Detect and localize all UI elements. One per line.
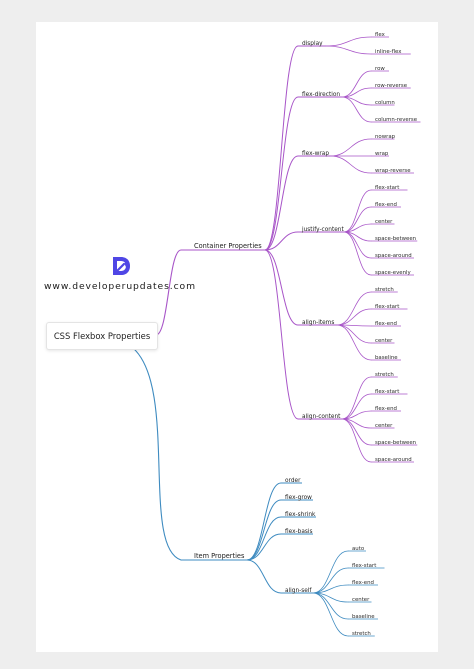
connector-value bbox=[341, 393, 372, 420]
category-container-properties: Container Properties bbox=[194, 242, 262, 250]
property-align-items: align-items bbox=[302, 320, 334, 326]
connector-value bbox=[341, 70, 372, 98]
value-flex-end: flex-end bbox=[375, 406, 397, 412]
value-center: center bbox=[375, 423, 393, 429]
connector-flex-grow bbox=[246, 499, 282, 561]
connector-value bbox=[341, 418, 372, 463]
connector-order bbox=[246, 482, 282, 561]
connector-value bbox=[329, 155, 372, 174]
connector-flex-direction bbox=[264, 96, 299, 251]
value-flex-start: flex-start bbox=[375, 304, 399, 310]
value-space-between: space-between bbox=[375, 236, 416, 242]
value-flex-start: flex-start bbox=[375, 185, 399, 191]
connector-value bbox=[312, 584, 349, 594]
value-stretch: stretch bbox=[352, 631, 371, 637]
value-space-between: space-between bbox=[375, 440, 416, 446]
connector-value bbox=[343, 231, 372, 276]
connector-align-content bbox=[264, 249, 299, 420]
value-space-around: space-around bbox=[375, 253, 412, 259]
connector-value bbox=[312, 550, 349, 594]
connector-value bbox=[341, 96, 372, 123]
property-flex-wrap: flex-wrap bbox=[302, 151, 329, 157]
property-align-content: align-content bbox=[302, 414, 341, 420]
connector-value bbox=[325, 45, 372, 55]
property-display: display bbox=[302, 41, 323, 47]
property-align-self: align-self bbox=[285, 588, 312, 594]
connector-value bbox=[329, 138, 372, 157]
value-row: row bbox=[375, 66, 385, 72]
connector-root-container bbox=[155, 249, 182, 336]
value-flex-end: flex-end bbox=[375, 202, 397, 208]
connector-value bbox=[336, 291, 372, 326]
property-flex-shrink: flex-shrink bbox=[285, 512, 316, 518]
connector-display bbox=[264, 45, 299, 251]
value-wrap: wrap bbox=[375, 151, 389, 157]
property-justify-content: justify-content bbox=[301, 227, 344, 233]
connector-value bbox=[341, 410, 372, 420]
value-inline-flex: inline-flex bbox=[375, 49, 402, 55]
property-order: order bbox=[285, 478, 301, 484]
connector-align-self bbox=[246, 559, 282, 594]
connector-value bbox=[343, 206, 372, 233]
connector-value bbox=[336, 324, 372, 344]
connector-justify-content bbox=[264, 231, 299, 251]
value-column: column bbox=[375, 100, 395, 106]
connector-value bbox=[343, 223, 372, 233]
value-flex-start: flex-start bbox=[352, 563, 376, 569]
value-space-evenly: space-evenly bbox=[375, 270, 411, 276]
value-row-reverse: row-reverse bbox=[375, 83, 408, 89]
value-flex-start: flex-start bbox=[375, 389, 399, 395]
value-column-reverse: column-reverse bbox=[375, 117, 418, 123]
connector-flex-wrap bbox=[264, 155, 299, 251]
connector-value bbox=[312, 567, 349, 594]
value-center: center bbox=[375, 219, 393, 225]
root-node-label: CSS Flexbox Properties bbox=[53, 331, 151, 341]
value-stretch: stretch bbox=[375, 287, 394, 293]
connector-value bbox=[325, 36, 372, 47]
value-flex-end: flex-end bbox=[352, 580, 374, 586]
category-item-properties: Item Properties bbox=[194, 552, 245, 560]
property-flex-grow: flex-grow bbox=[285, 495, 312, 501]
value-stretch: stretch bbox=[375, 372, 394, 378]
value-flex-end: flex-end bbox=[375, 321, 397, 327]
developerupdates-logo-icon bbox=[113, 257, 130, 275]
property-flex-basis: flex-basis bbox=[285, 529, 313, 535]
value-auto: auto bbox=[352, 546, 364, 552]
value-wrap-reverse: wrap-reverse bbox=[375, 168, 411, 174]
site-url: www.developerupdates.com bbox=[44, 281, 196, 292]
connector-align-items bbox=[264, 249, 299, 326]
value-baseline: baseline bbox=[375, 355, 398, 361]
connector-value bbox=[341, 87, 372, 98]
connector-value bbox=[336, 324, 372, 361]
connector-flex-basis bbox=[246, 533, 282, 561]
value-nowrap: nowrap bbox=[375, 134, 396, 140]
value-space-around: space-around bbox=[375, 457, 412, 463]
value-flex: flex bbox=[375, 32, 386, 38]
connector-flex-shrink bbox=[246, 516, 282, 561]
value-center: center bbox=[375, 338, 393, 344]
connector-value bbox=[312, 592, 349, 637]
value-baseline: baseline bbox=[352, 614, 375, 620]
root-node: CSS Flexbox Properties bbox=[46, 322, 158, 350]
value-center: center bbox=[352, 597, 370, 603]
property-flex-direction: flex-direction bbox=[302, 92, 340, 98]
connector-value bbox=[336, 308, 372, 326]
connector-value bbox=[343, 189, 372, 233]
connector-value bbox=[341, 376, 372, 420]
connector-root-item bbox=[132, 347, 182, 561]
